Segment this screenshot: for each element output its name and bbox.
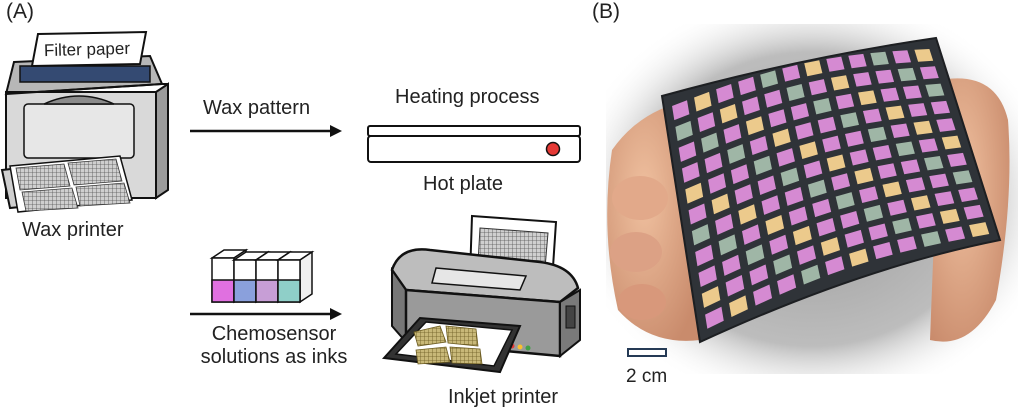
scale-bar-label: 2 cm: [626, 366, 667, 388]
sensor-array-photo: [606, 24, 1018, 374]
heating-process-label: Heating process: [395, 86, 540, 109]
hot-plate-indicator-led: [547, 143, 560, 156]
sensor-pad: [863, 109, 882, 124]
wax-printer-label: Wax printer: [22, 219, 124, 242]
hot-plate-label: Hot plate: [423, 173, 503, 196]
wax-pattern-label: Wax pattern: [203, 97, 310, 120]
panel-label-a: (A): [6, 0, 34, 24]
inkjet-printer-illustration: [384, 216, 580, 372]
chemosensor-label-line2: solutions as inks: [199, 346, 349, 369]
sensor-pad: [868, 127, 887, 142]
wax-pattern-arrow: [190, 125, 342, 137]
inkjet-arrow: [190, 308, 342, 320]
chemosensor-label-line1: Chemosensor: [199, 323, 349, 346]
hot-plate-illustration: [368, 126, 580, 162]
sensor-pad: [831, 75, 849, 90]
inkjet-printer-label: Inkjet printer: [448, 386, 558, 409]
scale-bar: [628, 349, 666, 356]
ink-cartridges-illustration: [212, 250, 312, 302]
sensor-pad: [901, 159, 920, 174]
panel-label-b: (B): [592, 0, 620, 24]
filter-paper-label: Filter paper: [44, 39, 130, 61]
sensor-pad: [826, 57, 844, 72]
chemosensor-label: Chemosensor solutions as inks: [199, 323, 349, 369]
